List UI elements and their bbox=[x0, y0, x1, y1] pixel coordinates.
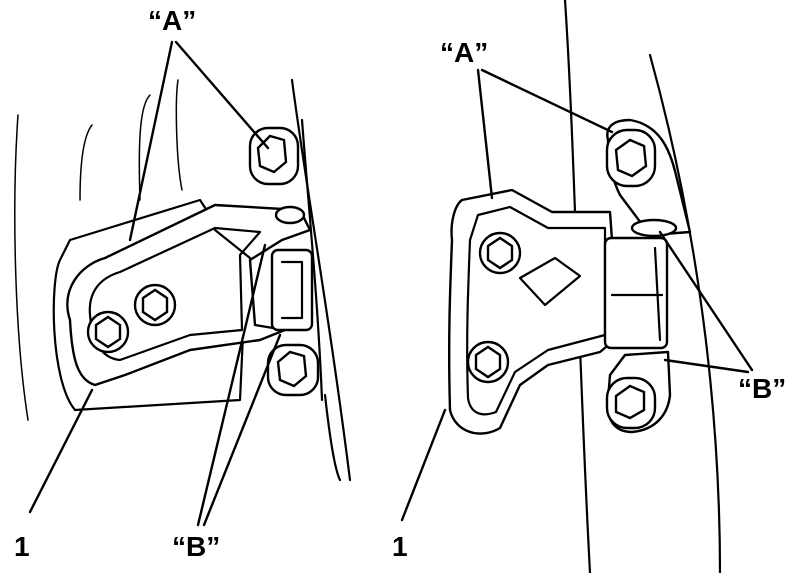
right-bolt-upper-arm bbox=[605, 128, 657, 188]
right-label-part-1: 1 bbox=[392, 531, 408, 562]
left-door-edge-1 bbox=[14, 114, 29, 421]
right-label-a: “A” bbox=[440, 37, 488, 68]
left-label-part-1: 1 bbox=[14, 531, 30, 562]
left-leader-b-1 bbox=[196, 243, 267, 527]
left-bolt-door-lower bbox=[86, 310, 130, 354]
left-bolt-door-upper bbox=[133, 283, 177, 327]
right-leader-a-1 bbox=[476, 68, 494, 200]
right-hinge-plate-inner bbox=[466, 205, 607, 416]
left-label-a: “A” bbox=[148, 5, 196, 36]
right-label-b: “B” bbox=[738, 373, 786, 404]
left-leader-1 bbox=[28, 388, 94, 514]
left-body-pillar-face bbox=[323, 393, 342, 482]
left-door-edge-2 bbox=[79, 124, 93, 201]
left-leader-a-2 bbox=[174, 40, 270, 150]
left-body-pillar-outer bbox=[290, 78, 352, 482]
left-door-edge-3 bbox=[138, 94, 151, 201]
right-leader-b-2 bbox=[663, 358, 750, 374]
left-leader-b-2 bbox=[202, 333, 282, 527]
right-hinge-knuckle bbox=[603, 236, 669, 350]
left-bolt-body-lower bbox=[266, 343, 320, 397]
left-body-pillar-inner bbox=[300, 118, 324, 402]
right-leader-a-2 bbox=[480, 68, 614, 134]
right-leader-b-1 bbox=[658, 230, 754, 372]
right-bolt-lower-arm bbox=[605, 376, 657, 430]
left-door-edge-4 bbox=[175, 79, 183, 191]
right-hinge-pin-top bbox=[630, 218, 678, 238]
left-hinge-bracket bbox=[66, 203, 312, 387]
right-bolt-plate-lower bbox=[466, 340, 510, 384]
left-hinge-illustration bbox=[14, 40, 352, 527]
left-hinge-knuckle-groove bbox=[280, 260, 304, 320]
right-hinge-illustration bbox=[400, 0, 754, 573]
left-hinge-ridge bbox=[213, 228, 252, 260]
left-leader-a-1 bbox=[128, 40, 174, 242]
left-label-b: “B” bbox=[172, 531, 220, 562]
right-hinge-diamond bbox=[518, 256, 582, 307]
right-bolt-plate-upper bbox=[478, 231, 522, 275]
right-body-line-2 bbox=[648, 53, 722, 573]
right-leader-1 bbox=[400, 408, 447, 522]
left-hinge-pin-top bbox=[274, 205, 306, 225]
